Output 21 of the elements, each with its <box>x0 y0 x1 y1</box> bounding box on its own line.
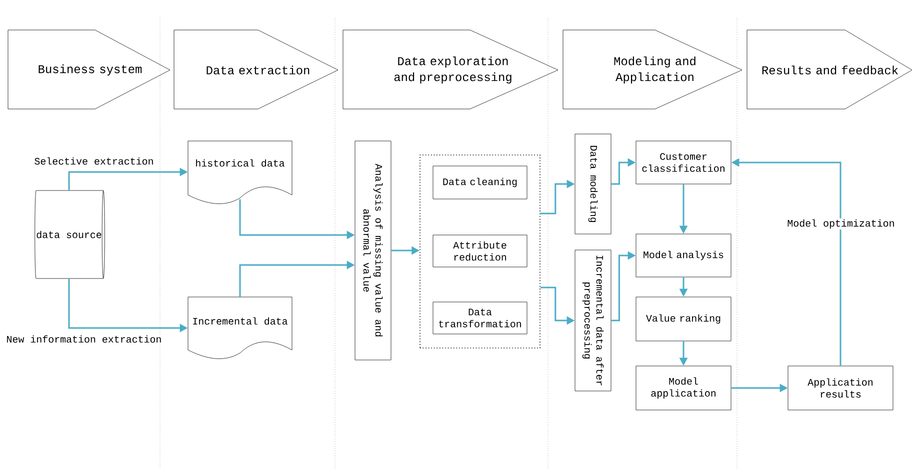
group-box <box>420 154 540 348</box>
edge-label: Selective extraction <box>33 156 155 166</box>
process-box: Model application <box>636 366 732 410</box>
process-box: Customer classification <box>636 140 732 184</box>
process-box: Model analysis <box>636 234 732 278</box>
edge-label: Model optimization <box>786 218 896 230</box>
process-box: Value ranking <box>636 296 732 342</box>
database-cylinder: data source <box>34 190 105 279</box>
process-box: Data modeling <box>574 134 612 234</box>
process-box: Application results <box>788 366 894 410</box>
process-box: Incremental data after preprocessing <box>574 250 612 392</box>
phase-header: Results and feedback <box>746 30 912 110</box>
phase-header: Data extraction <box>174 30 338 110</box>
phase-header: Business system <box>8 30 170 110</box>
process-box: Data transformation <box>432 302 528 334</box>
process-box: Attribute reduction <box>432 234 528 268</box>
edge-label: New information extraction <box>5 334 163 344</box>
phase-header: Data exploration and preprocessing <box>342 30 558 110</box>
process-box: Analysis of missing value and abnormal value <box>354 140 392 360</box>
phase-header: Modeling and Application <box>562 30 742 110</box>
process-box: Data cleaning <box>432 166 528 200</box>
